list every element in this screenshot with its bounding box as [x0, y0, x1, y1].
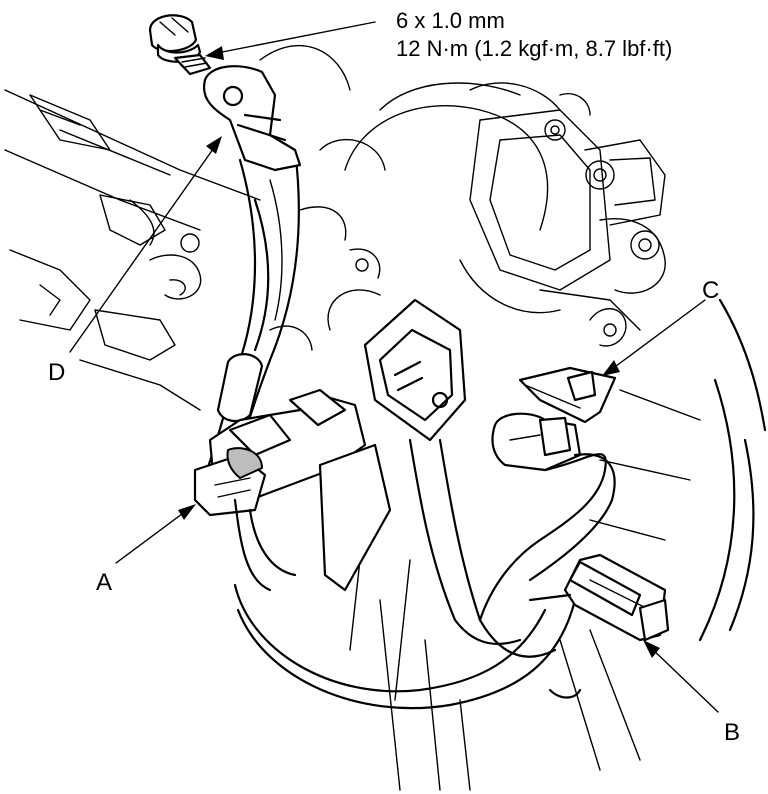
callout-c: C	[702, 277, 719, 304]
flange-bolt	[148, 14, 212, 76]
callout-leaders	[69, 21, 719, 713]
callout-d: D	[48, 359, 65, 386]
engine-block-outline	[4, 44, 767, 791]
connector-center	[363, 298, 482, 622]
callout-a: A	[96, 569, 112, 596]
connector-c	[491, 366, 617, 472]
connector-b	[528, 553, 670, 642]
connector-a	[193, 388, 392, 592]
harness-loop	[233, 453, 616, 710]
callout-b: B	[724, 719, 740, 746]
bolt-size-label: 6 x 1.0 mm	[396, 8, 505, 33]
torque-spec-label: 12 N·m (1.2 kgf·m, 8.7 lbf·ft)	[396, 36, 672, 61]
